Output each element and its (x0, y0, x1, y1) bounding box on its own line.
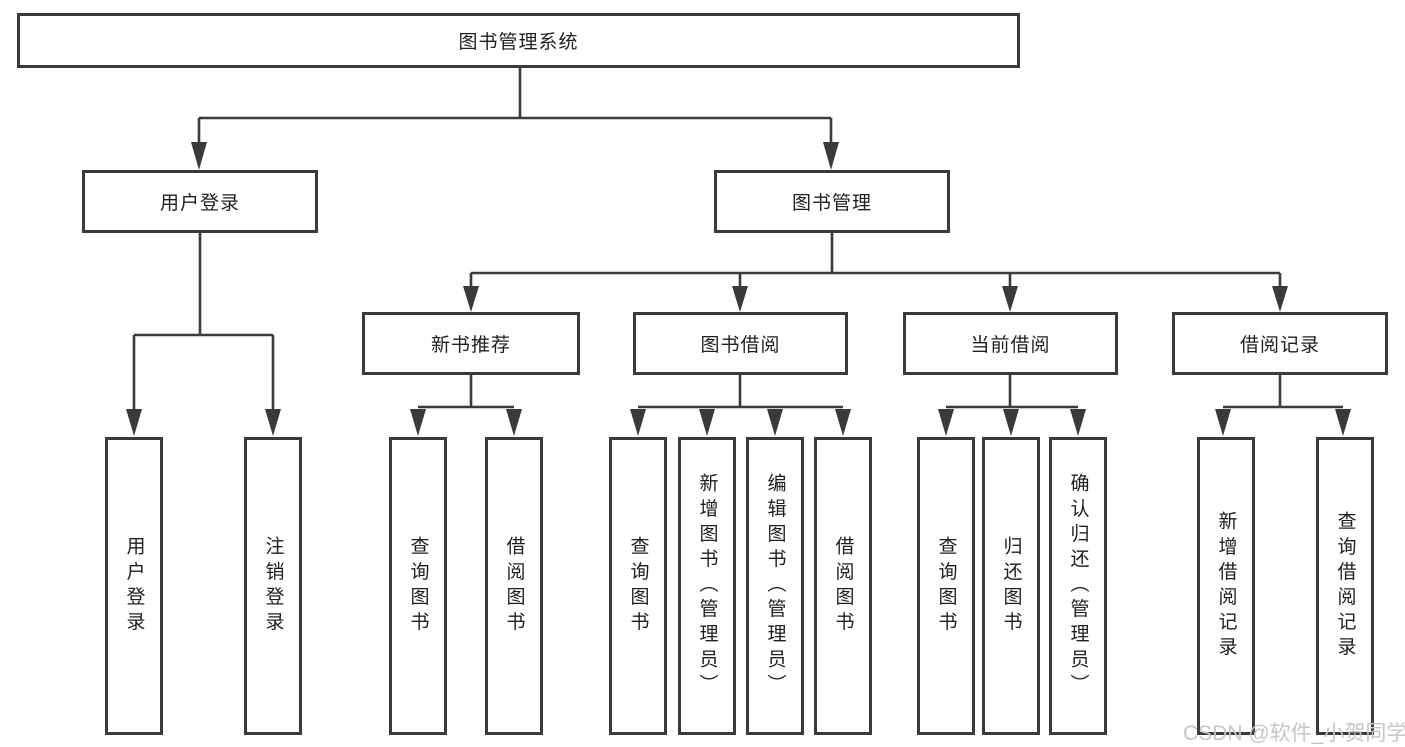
node-label: 查询图书 (627, 535, 649, 637)
node-current-borrowing: 当前借阅 (903, 312, 1118, 375)
leaf-confirm-return-admin: 确认归还（管理员） (1049, 437, 1107, 735)
node-label: 用户登录 (123, 535, 145, 637)
leaf-borrow-books: 借阅图书 (485, 437, 543, 735)
leaf-query-books: 查询图书 (917, 437, 975, 735)
node-label: 注销登录 (262, 535, 284, 637)
node-label: 确认归还（管理员） (1067, 473, 1089, 699)
node-label: 查询图书 (935, 535, 957, 637)
leaf-add-books-admin: 新增图书（管理员） (678, 437, 736, 735)
node-label: 新增图书（管理员） (696, 473, 718, 699)
node-label: 查询借阅记录 (1334, 510, 1356, 662)
csdn-watermark: CSDN @软件_小贺同学 (1183, 722, 1405, 745)
node-label: 图书借阅 (700, 335, 781, 356)
leaf-user-login: 用户登录 (105, 437, 163, 735)
leaf-edit-books-admin: 编辑图书（管理员） (746, 437, 804, 735)
node-label: 借阅图书 (503, 535, 525, 637)
leaf-query-books: 查询图书 (609, 437, 667, 735)
node-label: 借阅记录 (1239, 335, 1320, 356)
node-user-login: 用户登录 (82, 170, 318, 233)
leaf-query-books: 查询图书 (389, 437, 447, 735)
node-label: 当前借阅 (970, 335, 1051, 356)
node-label: 用户登录 (159, 193, 240, 214)
node-label: 编辑图书（管理员） (764, 473, 786, 699)
node-borrowing-records: 借阅记录 (1172, 312, 1388, 375)
leaf-borrow-books: 借阅图书 (814, 437, 872, 735)
leaf-logout: 注销登录 (244, 437, 302, 735)
leaf-query-borrow-record: 查询借阅记录 (1316, 437, 1374, 735)
node-label: 借阅图书 (832, 535, 854, 637)
node-library-management-system: 图书管理系统 (17, 13, 1020, 68)
node-label: 新书推荐 (430, 335, 511, 356)
node-label: 查询图书 (407, 535, 429, 637)
node-label: 图书管理系统 (458, 32, 579, 53)
node-book-management: 图书管理 (714, 170, 950, 233)
node-label: 新增借阅记录 (1215, 510, 1237, 662)
leaf-add-borrow-record: 新增借阅记录 (1197, 437, 1255, 735)
node-new-book-recommendation: 新书推荐 (362, 312, 580, 375)
leaf-return-books: 归还图书 (982, 437, 1040, 735)
node-book-borrowing: 图书借阅 (633, 312, 848, 375)
node-label: 归还图书 (1000, 535, 1022, 637)
node-label: 图书管理 (791, 193, 872, 214)
